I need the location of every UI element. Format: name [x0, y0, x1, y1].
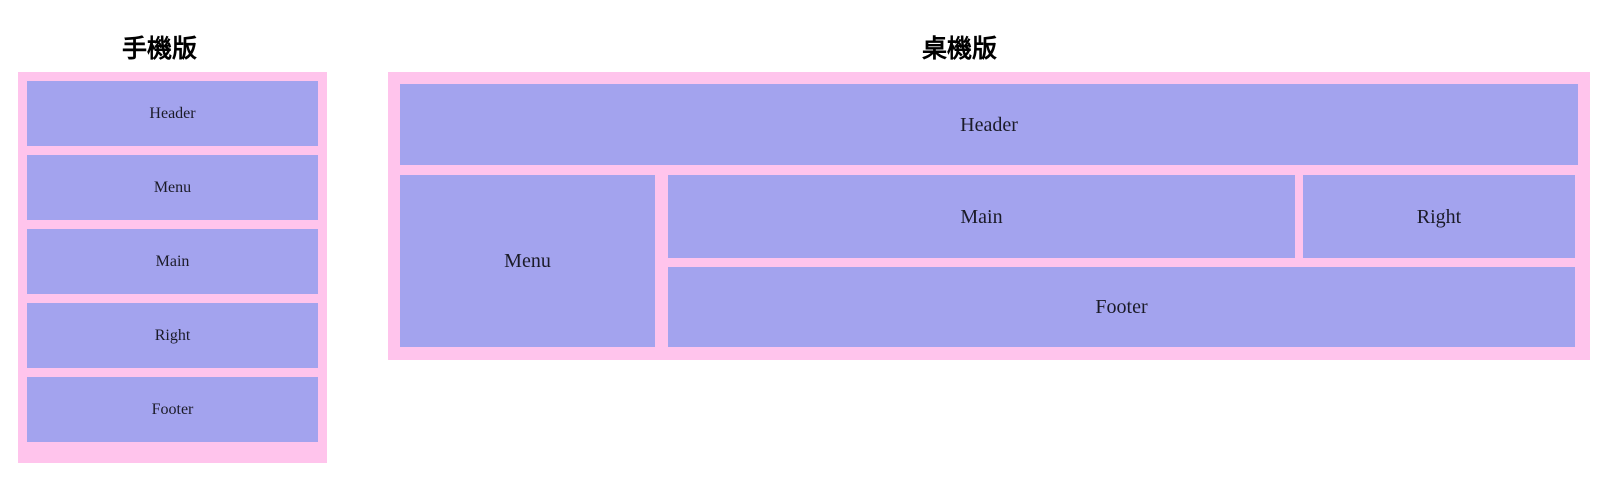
desktop-region-footer: Footer — [668, 267, 1575, 347]
mobile-region-right: Right — [27, 303, 318, 368]
mobile-layout-frame: Header Menu Main Right Footer — [18, 72, 327, 463]
desktop-region-main: Main — [668, 175, 1295, 258]
desktop-layout-frame: Header Menu Main Right Footer — [388, 72, 1590, 360]
mobile-region-menu: Menu — [27, 155, 318, 220]
desktop-region-menu: Menu — [400, 175, 655, 347]
desktop-region-header: Header — [400, 84, 1578, 165]
desktop-region-right: Right — [1303, 175, 1575, 258]
mobile-region-footer: Footer — [27, 377, 318, 442]
desktop-section-title: 桌機版 — [922, 33, 998, 63]
mobile-region-main: Main — [27, 229, 318, 294]
mobile-section-title: 手機版 — [122, 33, 198, 63]
mobile-region-header: Header — [27, 81, 318, 146]
